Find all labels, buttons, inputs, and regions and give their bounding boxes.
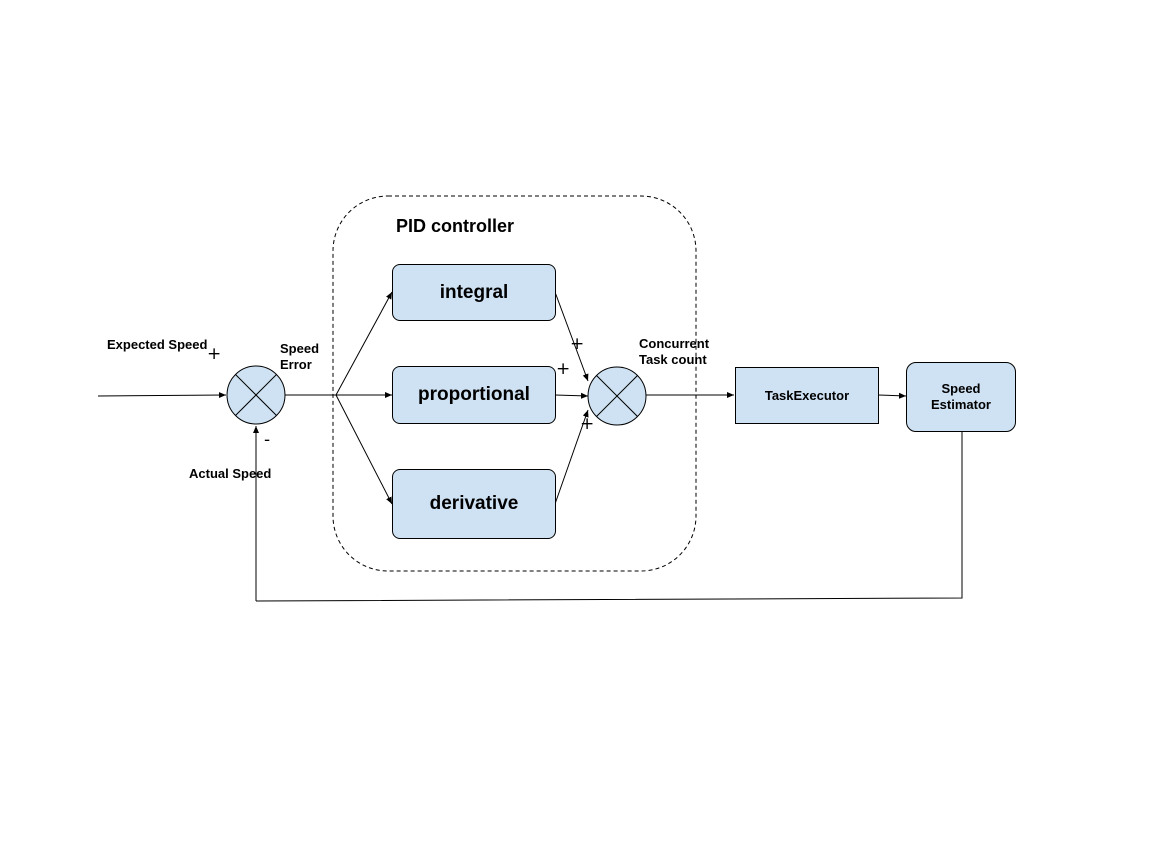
proportional-label: proportional [418,384,530,405]
integral-output-arrow [554,291,589,382]
feedback-line [255,431,963,602]
input-signal-arrow [97,392,227,399]
actual-speed-label: Actual Speed [189,466,272,481]
branch-to-integral-arrow [335,291,393,396]
task-executor-label: TaskExecutor [764,387,850,403]
executor-to-estimator-arrow [877,392,907,399]
derivative-block: derivative [392,469,556,539]
speed-error-label: Speed Error [280,341,320,372]
proportional-plus-sign: + [556,359,571,379]
integral-label: integral [439,281,509,303]
expected-speed-label: Expected Speed [107,337,208,352]
derivative-label: derivative [429,493,519,514]
speed-estimator-block: Speed Estimator [906,362,1016,432]
integral-plus-sign: + [570,334,585,354]
branch-to-derivative-arrow [335,394,393,505]
pid-summing-junction [587,366,647,426]
pid-controller-container [332,195,697,572]
derivative-output-arrow [554,409,589,505]
task-executor-block: TaskExecutor [735,367,879,424]
pid-controller-title: PID controller [396,216,515,236]
error-summing-junction [226,365,286,425]
integral-block: integral [392,264,556,321]
speed-estimator-label: Speed Estimator [931,381,991,412]
derivative-plus-sign: + [580,414,595,434]
proportional-output-arrow [554,392,589,399]
concurrent-task-count-label: Concurrent Task count [639,336,710,367]
proportional-block: proportional [392,366,556,424]
expected-speed-plus-sign: + [207,344,222,364]
actual-speed-minus-sign: - [264,430,271,450]
